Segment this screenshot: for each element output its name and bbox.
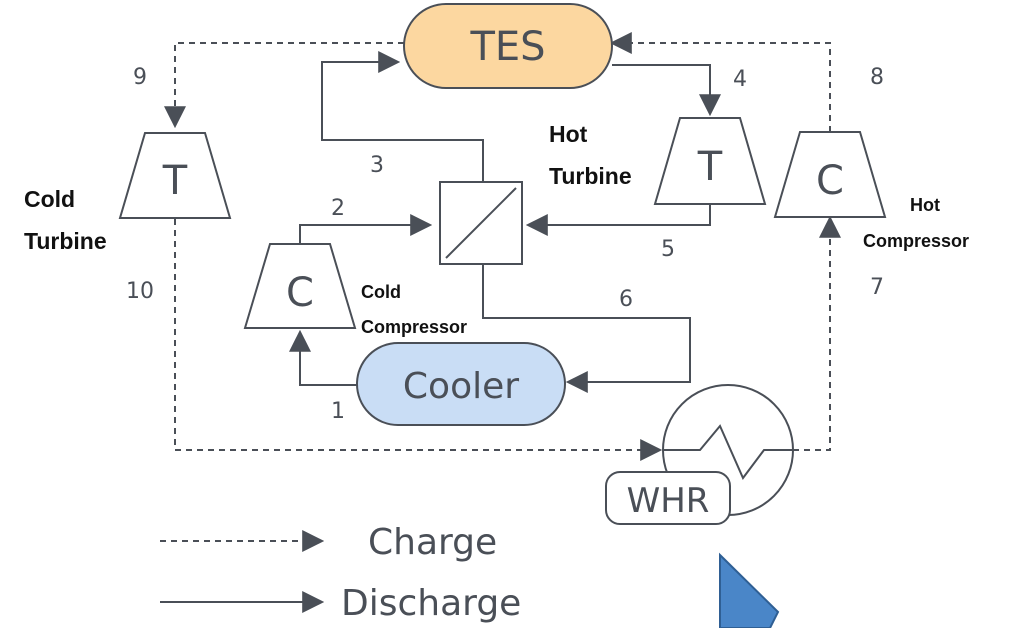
hot-compressor-label-line1: Hot bbox=[910, 195, 940, 215]
charge-line-9 bbox=[164, 42, 404, 129]
legend-charge-label: Charge bbox=[368, 522, 497, 563]
tes-label: TES bbox=[469, 24, 545, 70]
cold-turbine-label-line1: Cold bbox=[24, 186, 75, 212]
flow-line-5 bbox=[525, 205, 711, 236]
hot-compressor: C bbox=[773, 131, 887, 218]
legend: Charge Discharge bbox=[160, 522, 521, 624]
state-point-3: 3 bbox=[370, 153, 384, 178]
state-point-10: 10 bbox=[126, 279, 154, 304]
hot-turbine: T bbox=[653, 117, 767, 205]
cold-compressor-symbol: C bbox=[286, 270, 314, 316]
cold-turbine-label-line2: Turbine bbox=[24, 228, 107, 254]
cooler-label: Cooler bbox=[403, 366, 519, 407]
whr-unit: WHR bbox=[605, 384, 794, 525]
hot-turbine-symbol: T bbox=[697, 144, 723, 190]
flow-line-6 bbox=[482, 265, 691, 393]
charge-line-7 bbox=[793, 215, 841, 451]
tes-tank: TES bbox=[403, 3, 613, 89]
state-point-4: 4 bbox=[733, 67, 747, 92]
cold-compressor-label-line1: Cold bbox=[361, 282, 401, 302]
whr-label: WHR bbox=[627, 481, 710, 521]
flow-line-4 bbox=[612, 64, 721, 117]
hot-turbine-label-line2: Turbine bbox=[549, 163, 632, 189]
hot-turbine-label-line1: Hot bbox=[549, 121, 588, 147]
state-point-2: 2 bbox=[331, 196, 345, 221]
cold-compressor-label-line2: Compressor bbox=[361, 317, 467, 337]
charge-line-8 bbox=[609, 32, 831, 132]
hot-compressor-label-line2: Compressor bbox=[863, 231, 969, 251]
legend-discharge-label: Discharge bbox=[341, 583, 521, 624]
state-point-1: 1 bbox=[331, 399, 345, 424]
cold-turbine-symbol: T bbox=[162, 158, 188, 204]
cold-turbine: T bbox=[118, 132, 232, 219]
cursor-icon bbox=[719, 552, 780, 628]
state-point-9: 9 bbox=[133, 65, 147, 90]
hot-compressor-symbol: C bbox=[816, 158, 844, 204]
charge-line-10 bbox=[174, 219, 663, 461]
state-point-8: 8 bbox=[870, 65, 884, 90]
state-point-6: 6 bbox=[619, 287, 633, 312]
flow-line-3 bbox=[321, 51, 484, 182]
cold-compressor: C bbox=[243, 243, 357, 329]
cooler: Cooler bbox=[356, 342, 566, 426]
flow-line-2 bbox=[299, 214, 433, 244]
state-point-7: 7 bbox=[870, 275, 884, 300]
flow-line-1 bbox=[289, 329, 357, 386]
state-point-5: 5 bbox=[661, 237, 675, 262]
heat-exchanger bbox=[439, 181, 523, 265]
